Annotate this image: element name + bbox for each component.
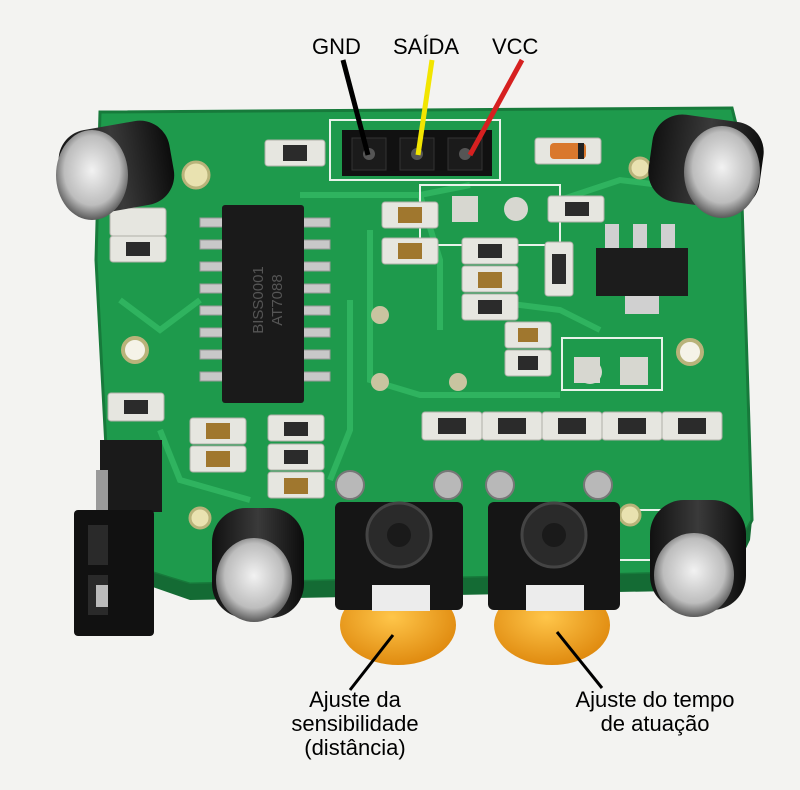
sensitivity-caption-line-2: sensibilidade (291, 711, 419, 736)
time-pointer-line (555, 631, 604, 689)
gnd-label: GND (312, 34, 361, 59)
ic-marking-2: AT7088 (269, 274, 286, 325)
capacitor-top-left (56, 120, 175, 220)
vcc-label: VCC (492, 34, 539, 59)
capacitor-bottom-right (650, 500, 746, 617)
potentiometer-time (485, 470, 620, 665)
smd-components (107, 137, 723, 499)
sensitivity-caption: Ajuste da sensibilidade (distância) (270, 688, 440, 760)
capacitor-top-right (648, 114, 764, 218)
time-caption-line-1: Ajuste do tempo (575, 687, 735, 712)
saida-pointer-line (415, 59, 435, 156)
sensitivity-caption-line-3: (distância) (304, 735, 406, 760)
sensitivity-pointer-line (348, 634, 395, 691)
time-caption-line-2: de atuação (600, 711, 710, 736)
saida-label: SAÍDA (393, 34, 460, 59)
biss0001-ic: BISS0001 AT7088 (199, 205, 331, 403)
voltage-regulator (596, 224, 688, 314)
time-caption: Ajuste do tempo de atuação (555, 688, 755, 736)
vcc-pointer-line (467, 58, 525, 157)
potentiometer-sensitivity (335, 470, 463, 665)
sensitivity-caption-line-1: Ajuste da (309, 687, 401, 712)
ic-marking: BISS0001 (250, 266, 267, 334)
gnd-pointer-line (340, 59, 371, 156)
capacitor-bottom-left (212, 508, 304, 622)
mode-jumper (74, 440, 162, 636)
